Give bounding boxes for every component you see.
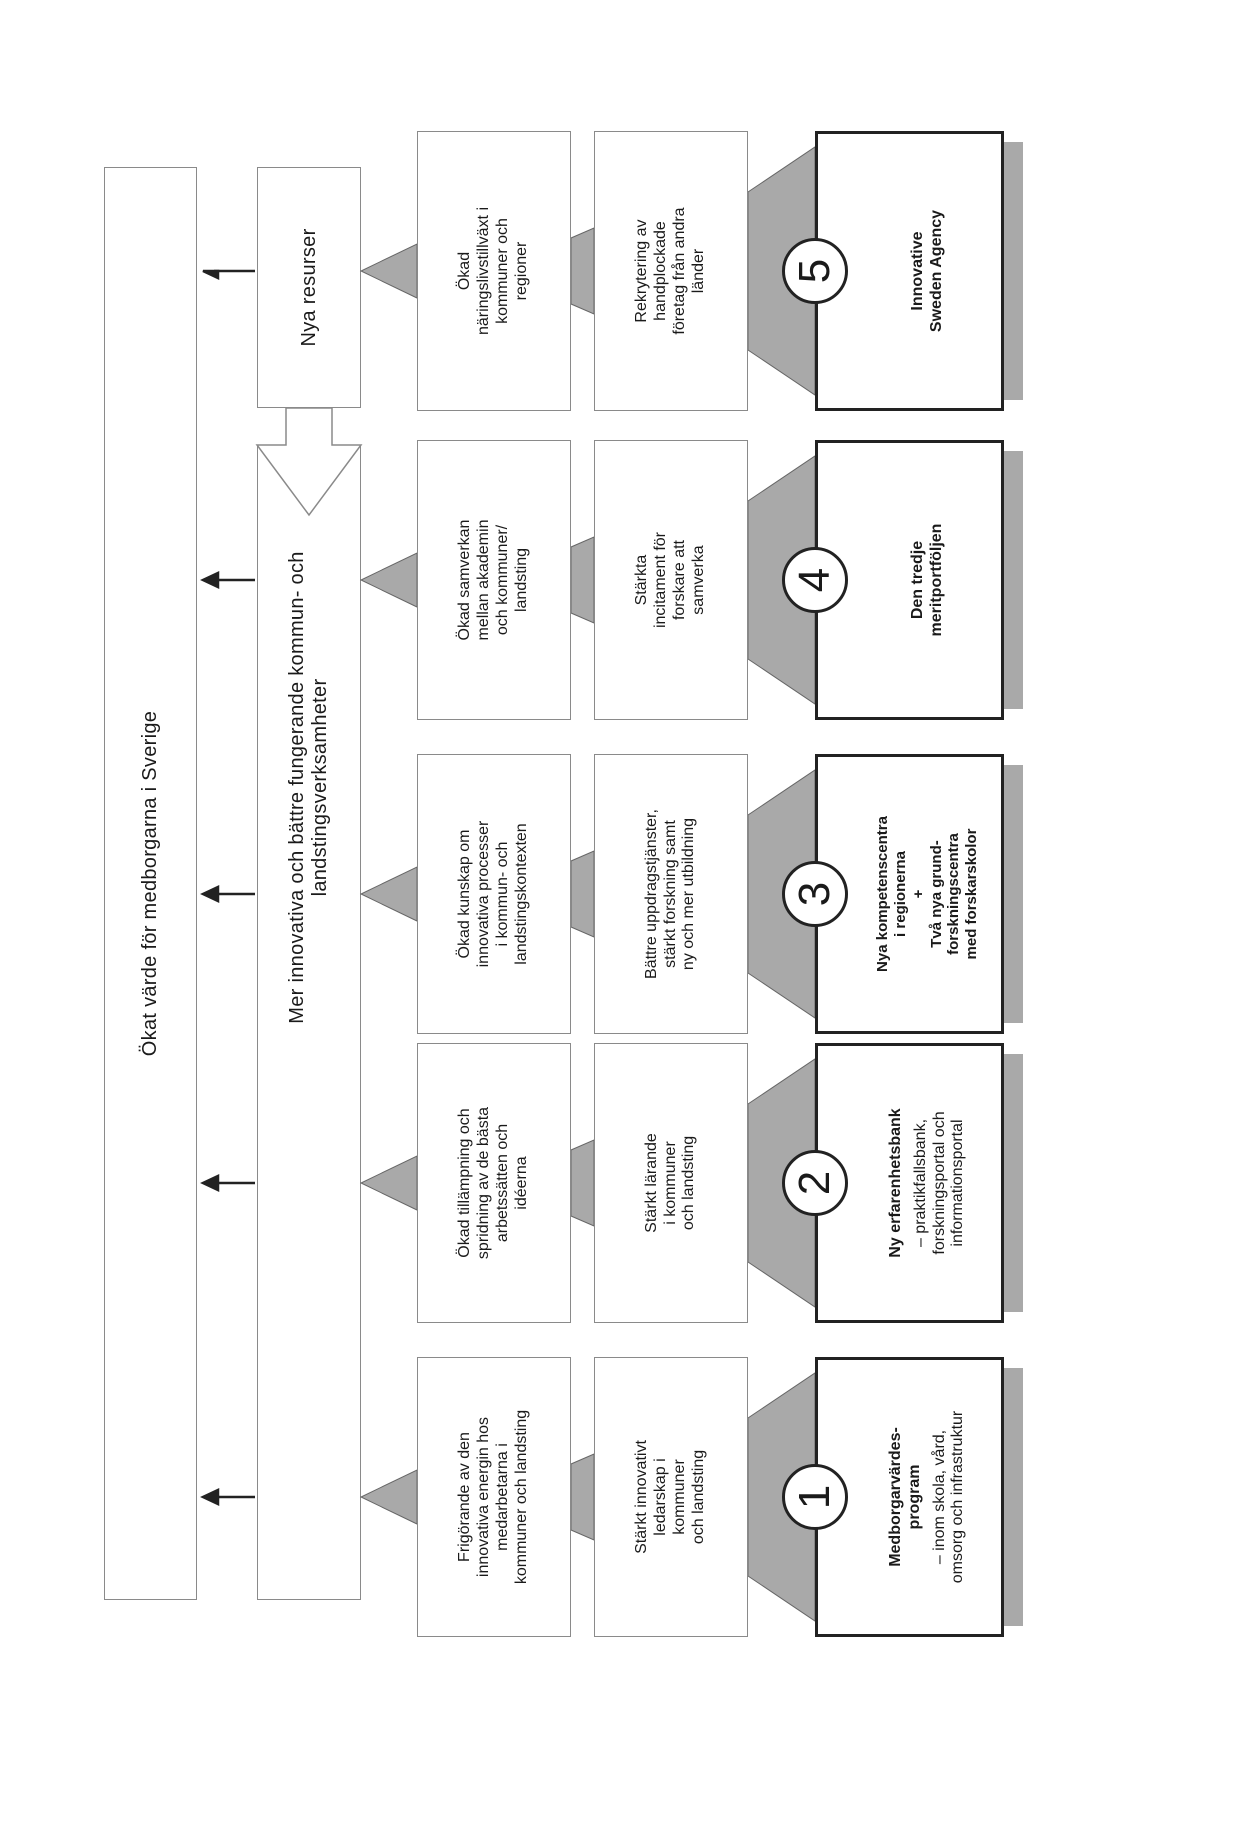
outcome-text-2: Ökad tillämpning och spridning av de bäs… (456, 1106, 530, 1260)
number-badge-2: 2 (782, 1150, 848, 1216)
number-badge-3: 3 (782, 861, 848, 927)
initiative-title-1: Medborgarvärdes- program (886, 1427, 923, 1567)
means-box-4: Stärkta incitament för forskare att samv… (594, 440, 748, 720)
number-badge-5: 5 (782, 238, 848, 304)
outcome-text-5: Ökad näringslivstillväxt i kommuner och … (456, 206, 530, 336)
outcome-text-1: Frigörande av den innovativa energin hos… (456, 1409, 530, 1585)
resources-arrow (255, 407, 363, 517)
means-text-2: Stärkt lärande i kommuner och landsting (642, 1133, 698, 1233)
means-box-5: Rekrytering av handplockade företag från… (594, 131, 748, 411)
initiative-title-4: Den tredje meritportföljen (908, 523, 945, 637)
initiative-shadow-5 (1001, 142, 1023, 400)
means-text-3: Bättre uppdragstjänster, stärkt forsknin… (642, 809, 698, 979)
initiative-title-3: Nya kompetenscentra i regionerna + Två n… (874, 816, 980, 972)
initiative-connectors (747, 146, 816, 1622)
initiative-shadow-4 (1001, 451, 1023, 709)
outcome-text-4: Ökad samverkan mellan akademin och kommu… (456, 519, 530, 641)
outcome-box-5: Ökad näringslivstillväxt i kommuner och … (417, 131, 571, 411)
initiative-body-2: – praktikfallsbank, forskningsportal och… (911, 1111, 967, 1255)
initiative-shadow-1 (1001, 1368, 1023, 1626)
up-arrows (200, 269, 255, 1506)
outcome-pointers (359, 243, 418, 1525)
means-box-1: Stärkt innovativt ledarskap i kommuner o… (594, 1357, 748, 1637)
initiative-title-5: Innovative Sweden Agency (908, 209, 945, 333)
means-text-5: Rekrytering av handplockade företag från… (633, 207, 707, 335)
outcome-text-3: Ökad kunskap om innovativa processer i k… (456, 820, 530, 968)
outcome-box-4: Ökad samverkan mellan akademin och kommu… (417, 440, 571, 720)
means-text-1: Stärkt innovativt ledarskap i kommuner o… (633, 1440, 707, 1554)
outcome-box-3: Ökad kunskap om innovativa processer i k… (417, 754, 571, 1034)
means-text-4: Stärkta incitament för forskare att samv… (633, 531, 707, 629)
means-box-3: Bättre uppdragstjänster, stärkt forsknin… (594, 754, 748, 1034)
outcome-box-2: Ökad tillämpning och spridning av de bäs… (417, 1043, 571, 1323)
outcome-box-1: Frigörande av den innovativa energin hos… (417, 1357, 571, 1637)
means-connectors (570, 227, 595, 1541)
number-badge-1: 1 (782, 1464, 848, 1530)
initiative-shadow-3 (1001, 765, 1023, 1023)
number-badge-4: 4 (782, 547, 848, 613)
initiative-shadow-2 (1001, 1054, 1023, 1312)
means-box-2: Stärkt lärande i kommuner och landsting (594, 1043, 748, 1323)
initiative-title-2: Ny erfarenhetsbank (886, 1108, 904, 1258)
initiative-body-1: – inom skola, vård, omsorg och infrastru… (930, 1410, 967, 1584)
